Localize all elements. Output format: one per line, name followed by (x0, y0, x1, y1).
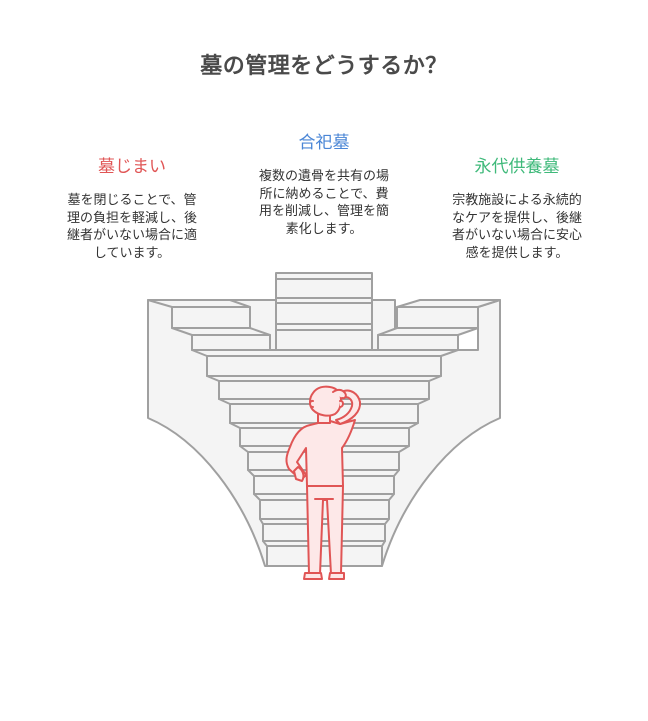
description-line: 宗教施設による永続的 (452, 193, 582, 208)
option-label: 永代供養墓 (474, 157, 560, 177)
description-line: 複数の遺骨を共有の場 (258, 169, 389, 184)
person-thinking-icon (285, 385, 362, 580)
diagram-title: 墓の管理をどうするか？ (200, 54, 448, 79)
option-label: 墓じまい (98, 157, 166, 177)
description-line: 用を削減し、管理を簡 (258, 204, 389, 219)
option-description: 墓を閉じることで、管 理の負担を軽減し、後 継者がいない場合に適 しています。 (52, 192, 212, 262)
description-line: 所に納めることで、費 (259, 186, 389, 202)
option-bohjimai: 墓じまい 墓を閉じることで、管 理の負担を軽減し、後 継者がいない場合に適 して… (52, 156, 212, 262)
description-line: 理の負担を軽減し、後 (66, 210, 197, 226)
description-line: 者がいない場合に安心 (451, 228, 582, 243)
option-goushibo: 合祀墓 複数の遺骨を共有の場 所に納めることで、費 用を削減し、管理を簡 素化し… (243, 132, 405, 238)
description-line: なケアを提供し、後継 (451, 210, 582, 226)
description-line: 墓を閉じることで、管 (67, 193, 197, 208)
option-description: 宗教施設による永続的 なケアを提供し、後継 者がいない場合に安心 感を提供します… (436, 192, 598, 262)
description-line: 素化します。 (285, 221, 363, 237)
description-line: 感を提供します。 (465, 245, 569, 261)
description-line: しています。 (93, 245, 171, 261)
option-label: 合祀墓 (298, 133, 350, 153)
option-description: 複数の遺骨を共有の場 所に納めることで、費 用を削減し、管理を簡 素化します。 (243, 168, 405, 238)
option-eitai-kuyobo: 永代供養墓 宗教施設による永続的 なケアを提供し、後継 者がいない場合に安心 感… (436, 156, 598, 262)
description-line: 継者がいない場合に適 (66, 228, 197, 243)
